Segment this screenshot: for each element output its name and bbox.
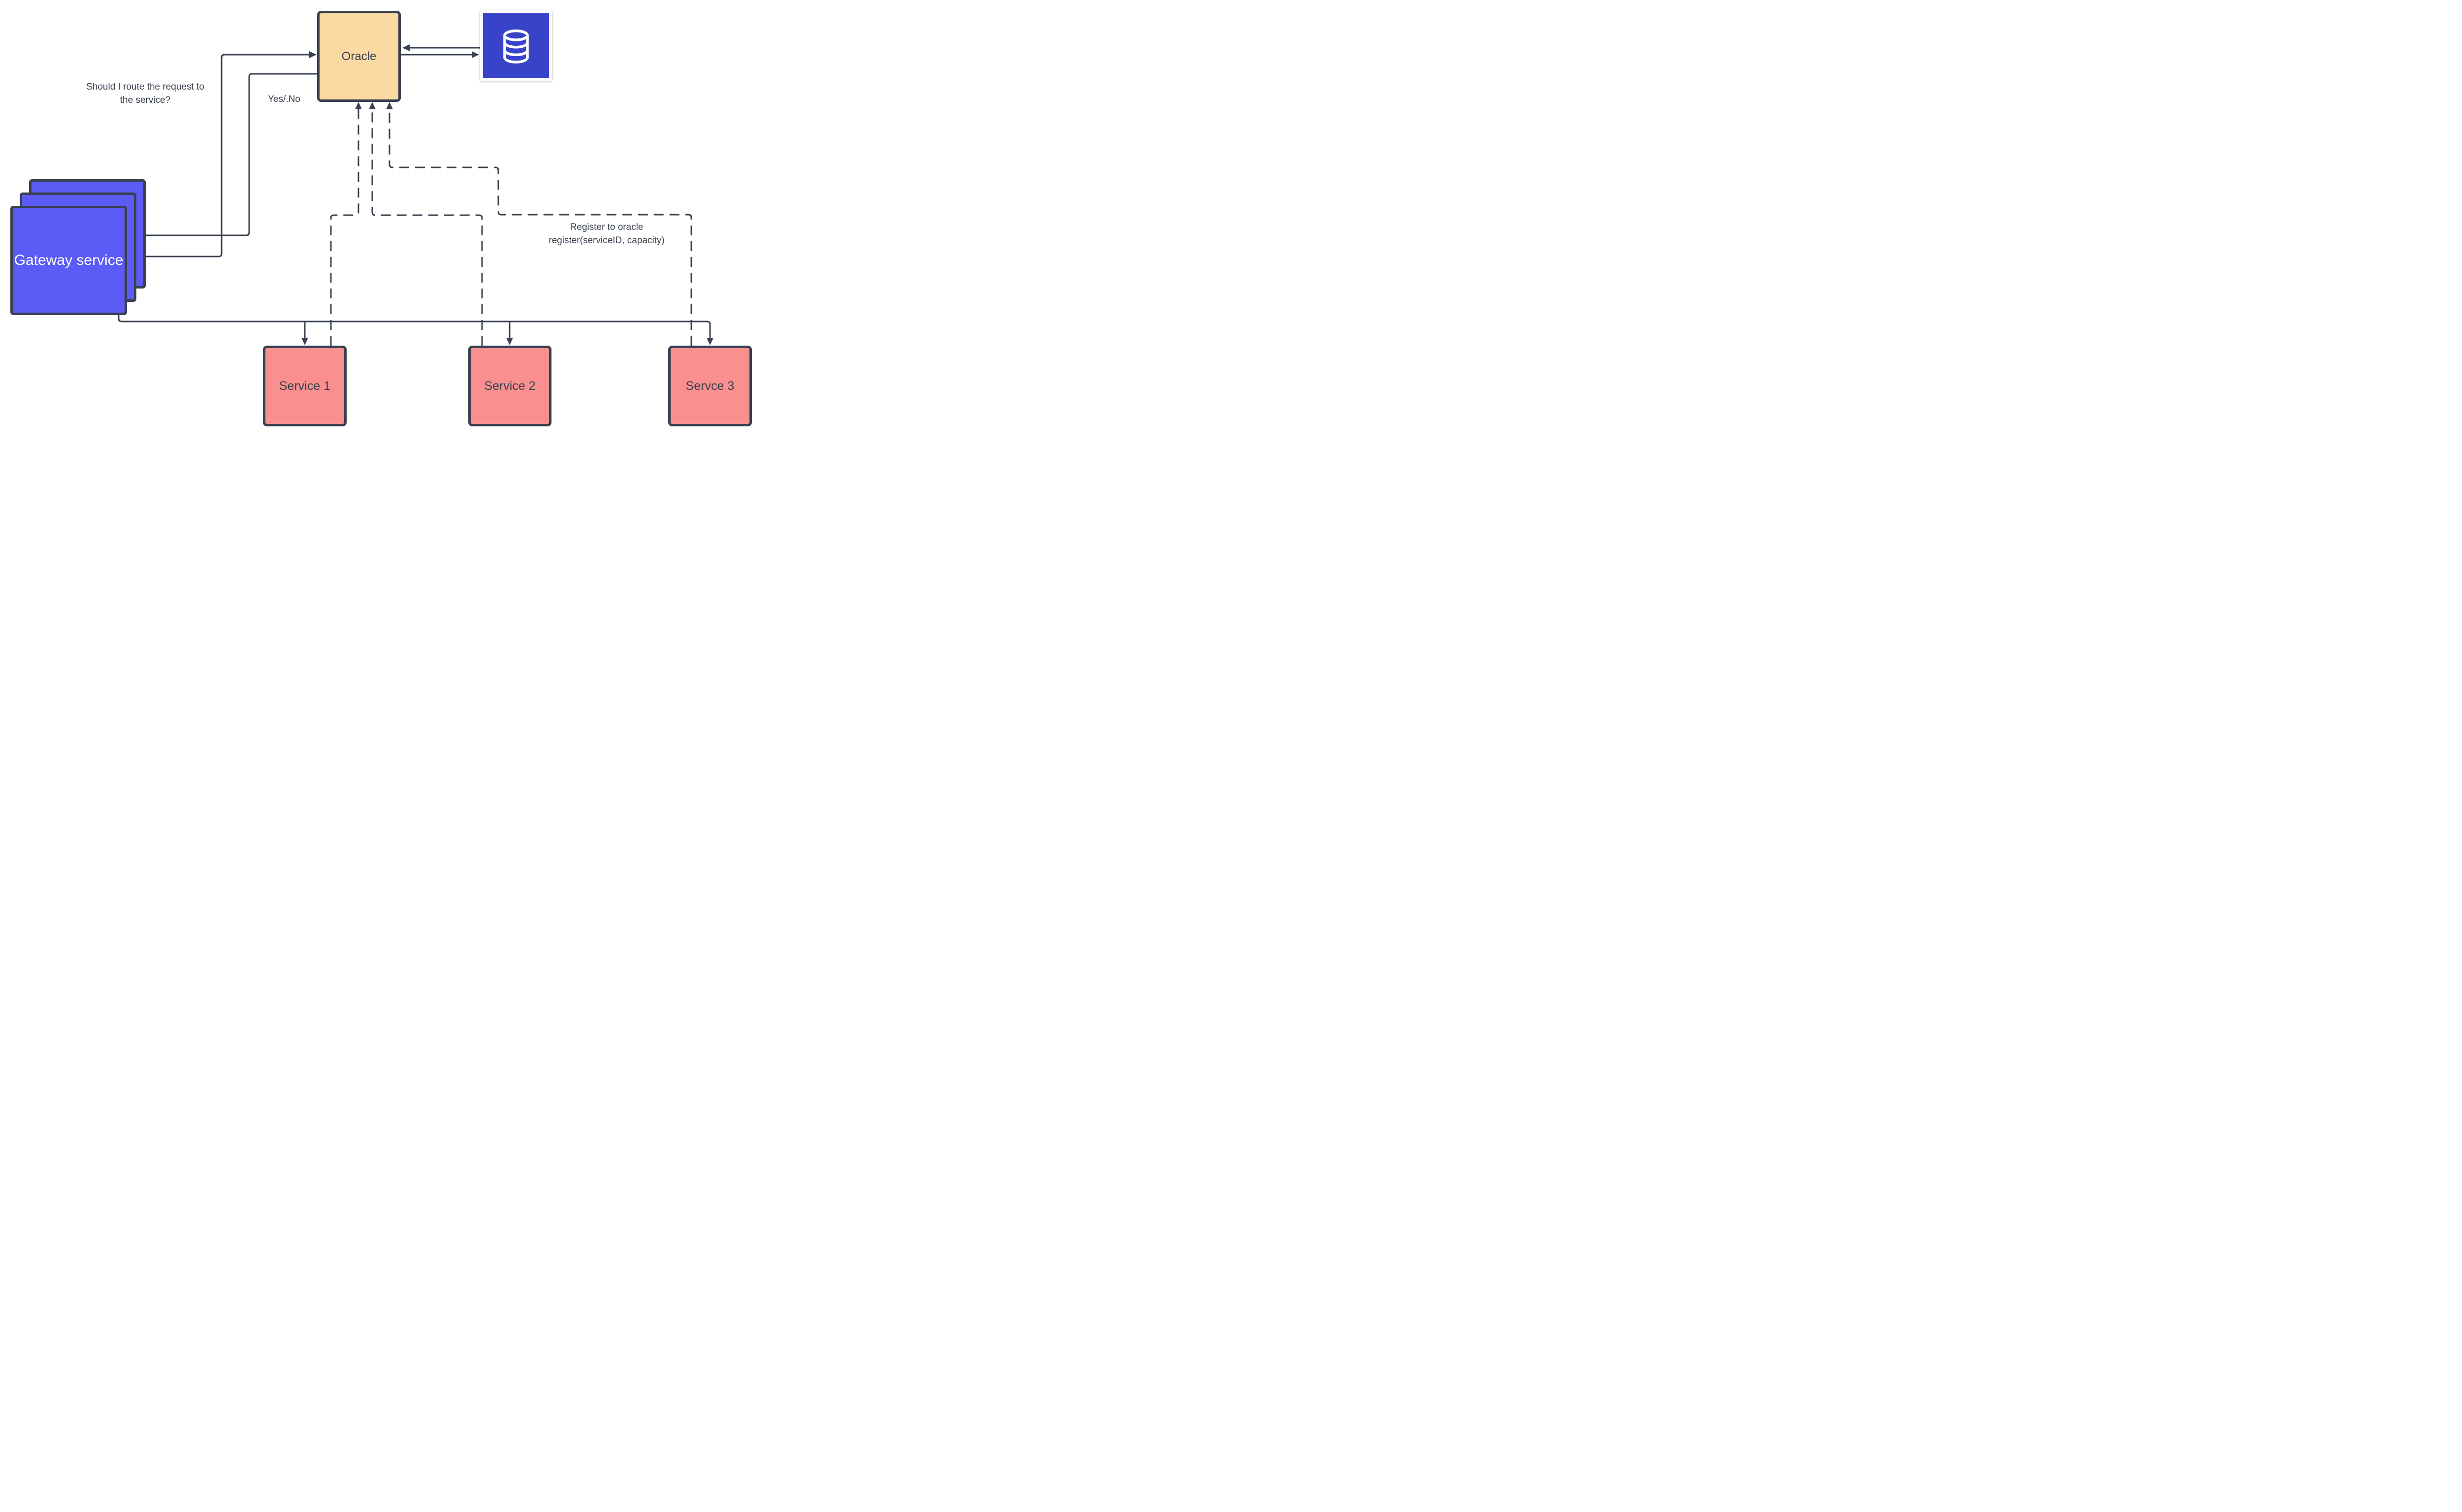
arrowhead-into-service3 — [707, 338, 713, 345]
arrowhead-into-service2 — [506, 338, 513, 345]
register-annotation: Register to oracle register(serviceID, c… — [533, 221, 680, 247]
oracle-label: Oracle — [341, 49, 377, 63]
arrowhead-into-oracle-right — [402, 44, 410, 51]
yes-no-annotation: Yes/.No — [268, 94, 300, 104]
arrowhead-register2-into-oracle — [369, 102, 376, 109]
service2-node: Service 2 — [468, 346, 551, 426]
database-tile-background — [483, 13, 549, 78]
gateway-service-node: Gateway service — [10, 206, 127, 315]
arrowhead-register1-into-oracle — [355, 102, 362, 109]
gateway-service-label: Gateway service — [14, 252, 124, 268]
edge-register-service1 — [330, 109, 359, 346]
database-node — [480, 10, 552, 81]
route-question-line2: the service? — [120, 95, 171, 105]
arrowhead-into-oracle-left — [309, 51, 317, 58]
register-line1: Register to oracle — [570, 222, 644, 232]
service3-node: Servce 3 — [668, 346, 752, 426]
service2-label: Service 2 — [484, 379, 536, 393]
edge-register-service2 — [371, 109, 483, 346]
arrowhead-into-service1 — [301, 338, 308, 345]
register-line2: register(serviceID, capacity) — [549, 235, 665, 246]
edge-gateway-to-services — [118, 315, 711, 338]
service1-node: Service 1 — [263, 346, 347, 426]
route-question-annotation: Should I route the request to the servic… — [69, 80, 222, 107]
database-icon — [503, 29, 529, 64]
arrowhead-register3-into-oracle — [386, 102, 393, 109]
arrowhead-into-database — [472, 51, 479, 58]
route-question-line1: Should I route the request to — [86, 82, 204, 92]
service3-label: Servce 3 — [685, 379, 735, 393]
oracle-node: Oracle — [317, 11, 401, 102]
service1-label: Service 1 — [279, 379, 331, 393]
diagram-canvas: Gateway service Oracle Service 1 Service… — [0, 0, 761, 435]
